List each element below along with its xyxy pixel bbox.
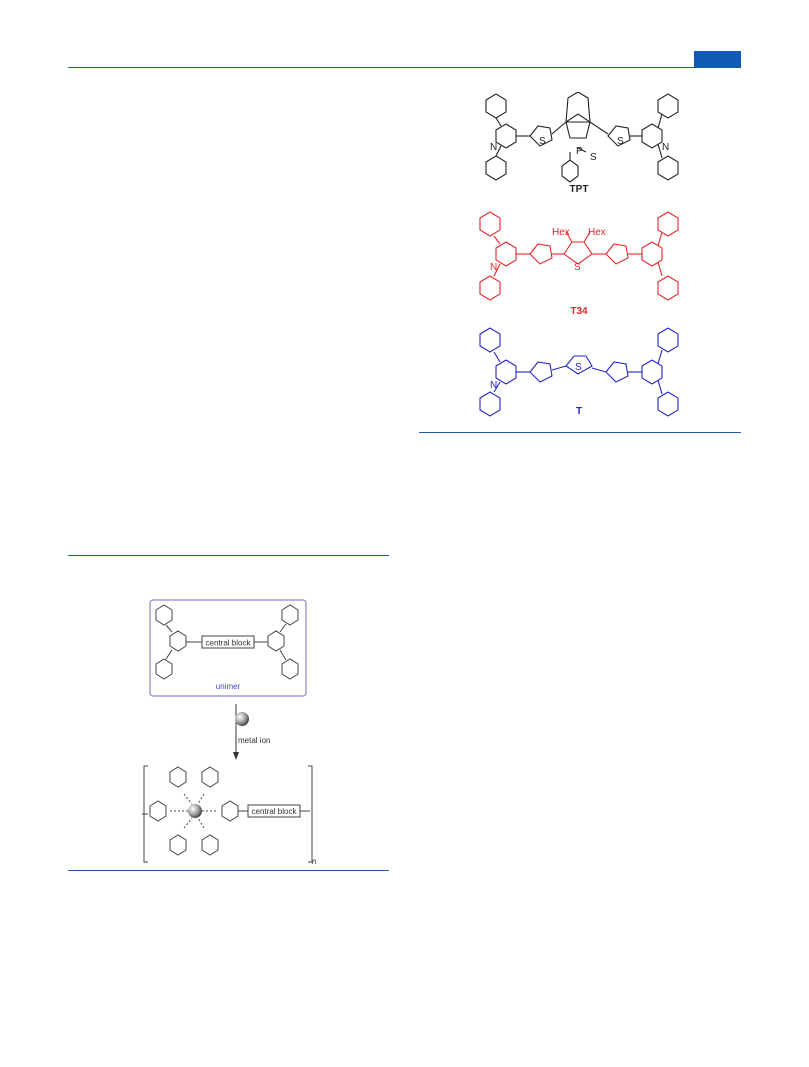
- t-structure: [479, 327, 679, 417]
- t34-structure: [479, 211, 679, 301]
- unimer-structure: [155, 604, 299, 680]
- unimer-central-block: central block: [206, 639, 252, 648]
- tpt-label: TPT: [570, 184, 589, 195]
- t34-atom-n-left: N: [490, 262, 497, 273]
- unimer-label: unimer: [216, 682, 241, 691]
- figure-left-rule-bottom: [68, 870, 389, 871]
- tpt-atom-p: P: [576, 146, 583, 157]
- metal-ion-center-icon: [188, 804, 202, 818]
- tpt-atom-s-oxide: S: [590, 152, 597, 163]
- tpt-atom-n-right: N: [662, 142, 669, 153]
- header-rule: [68, 67, 741, 68]
- tpt-structure: [485, 92, 679, 183]
- polymer-central-block: central block: [252, 807, 298, 816]
- figure-left-rule-top: [68, 555, 389, 556]
- header-accent-block: [694, 51, 741, 67]
- t34-hex-left: Hex: [552, 227, 570, 238]
- tpt-atom-s-right: S: [617, 136, 624, 147]
- reaction-arrowhead: [233, 752, 239, 760]
- polymer-subscript-n: n: [312, 857, 317, 866]
- t34-label: T34: [570, 306, 588, 317]
- t-atom-s-center: S: [575, 362, 582, 373]
- t-label: T: [576, 406, 582, 417]
- terpyridine-structures-figure: S S P S N N TPT Hex Hex S N T34: [479, 92, 679, 417]
- metallo-polymerization-scheme: central block unimer metal ion central b…: [142, 599, 317, 866]
- unimer-frame: [149, 599, 307, 697]
- metal-ion-sphere-icon: [235, 712, 249, 726]
- t34-hex-right: Hex: [588, 227, 606, 238]
- tpt-atom-n-left: N: [490, 142, 497, 153]
- metal-ion-label: metal ion: [238, 736, 270, 745]
- polymer-repeat-unit: [142, 765, 313, 863]
- t34-atom-s-center: S: [574, 262, 581, 273]
- figure-top-rule-bottom: [419, 432, 741, 433]
- t-atom-n-left: N: [490, 380, 497, 391]
- tpt-atom-s-left: S: [539, 136, 546, 147]
